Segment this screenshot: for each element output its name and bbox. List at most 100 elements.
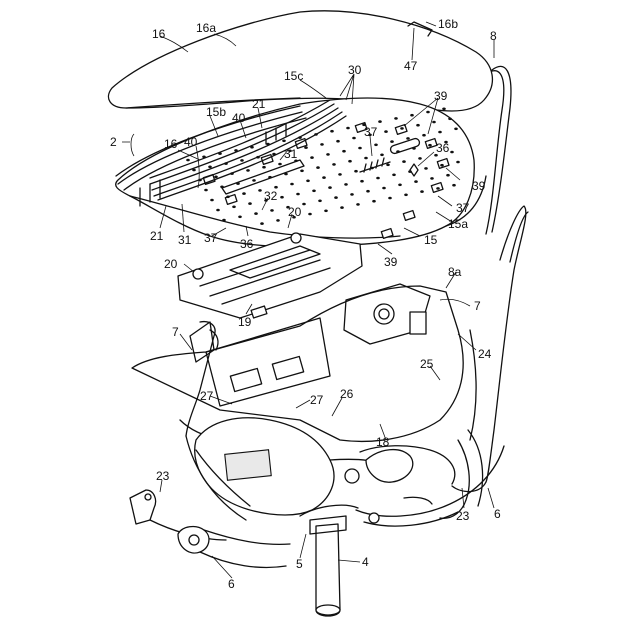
perforation-hole — [426, 111, 430, 114]
perforation-hole — [342, 150, 346, 153]
perforation-hole — [402, 160, 406, 163]
perforation-hole — [214, 176, 218, 179]
perforation-hole — [300, 170, 304, 173]
perforation-hole — [408, 170, 412, 173]
label-15a: 15a — [448, 217, 468, 231]
perforation-hole — [442, 108, 446, 111]
perforation-hole — [430, 177, 434, 180]
perforation-hole — [320, 143, 324, 146]
label-4: 4 — [362, 555, 369, 569]
perforation-hole — [326, 153, 330, 156]
perforation-hole — [416, 124, 420, 127]
perforation-hole — [268, 176, 272, 179]
perforation-hole — [340, 206, 344, 209]
perforation-hole — [280, 196, 284, 199]
perforation-hole — [390, 140, 394, 143]
label-27-left: 27 — [200, 389, 214, 403]
perforation-hole — [232, 206, 236, 209]
perforation-hole — [448, 118, 452, 121]
label-21-top: 21 — [252, 97, 266, 111]
perforation-hole — [456, 161, 460, 164]
perforation-hole — [346, 127, 350, 130]
label-37-right: 37 — [456, 201, 470, 215]
perforation-hole — [204, 189, 208, 192]
perforation-hole — [450, 151, 454, 154]
perforation-hole — [336, 140, 340, 143]
label-2: 2 — [110, 135, 117, 149]
label-5: 5 — [296, 557, 303, 571]
perforation-hole — [394, 117, 398, 120]
label-8: 8 — [490, 29, 497, 43]
perforation-hole — [238, 216, 242, 219]
perforation-hole — [354, 170, 358, 173]
perforation-hole — [432, 121, 436, 124]
label-32: 32 — [264, 189, 278, 203]
label-31-top: 31 — [284, 147, 298, 161]
perforation-hole — [240, 159, 244, 162]
perforation-hole — [412, 147, 416, 150]
perforation-hole — [312, 190, 316, 193]
label-21-front: 21 — [150, 229, 164, 243]
perforation-hole — [398, 184, 402, 187]
label-20-left: 20 — [164, 257, 178, 271]
label-23-left: 23 — [156, 469, 170, 483]
label-40-front: 40 — [184, 135, 198, 149]
label-18: 18 — [376, 435, 390, 449]
perforation-hole — [356, 203, 360, 206]
perforation-hole — [254, 212, 258, 215]
perforation-hole — [246, 169, 250, 172]
perforation-hole — [220, 186, 224, 189]
perforation-hole — [226, 196, 230, 199]
perforation-hole — [348, 160, 352, 163]
label-31-front: 31 — [178, 233, 192, 247]
perforation-hole — [382, 187, 386, 190]
perforation-hole — [290, 183, 294, 186]
perforation-hole — [438, 131, 442, 134]
perforation-hole — [350, 193, 354, 196]
perforation-hole — [372, 200, 376, 203]
label-7-left: 7 — [172, 325, 179, 339]
perforation-hole — [424, 167, 428, 170]
label-39-lower: 39 — [384, 255, 398, 269]
perforation-hole — [278, 163, 282, 166]
label-15: 15 — [424, 233, 438, 247]
perforation-hole — [364, 157, 368, 160]
label-30: 30 — [348, 63, 362, 77]
perforation-hole — [440, 164, 444, 167]
perforation-hole — [322, 176, 326, 179]
label-39-top: 39 — [434, 89, 448, 103]
perforation-hole — [360, 180, 364, 183]
perforation-hole — [374, 144, 378, 147]
label-7-right: 7 — [474, 299, 481, 313]
lower-plate — [178, 233, 362, 318]
perforation-hole — [400, 127, 404, 130]
perforation-hole — [358, 147, 362, 150]
perforation-hole — [378, 120, 382, 123]
perforation-hole — [370, 167, 374, 170]
perforation-hole — [216, 209, 220, 212]
perforation-hole — [332, 163, 336, 166]
perforation-hole — [302, 203, 306, 206]
mechanism-housing — [132, 284, 463, 442]
perforation-hole — [252, 179, 256, 182]
perforation-hole — [262, 166, 266, 169]
label-36-front: 36 — [240, 237, 254, 251]
gas-column — [300, 505, 358, 616]
perforation-hole — [414, 180, 418, 183]
seat-pan — [116, 98, 486, 247]
perforation-hole — [248, 202, 252, 205]
label-25: 25 — [420, 357, 434, 371]
perforation-hole — [338, 173, 342, 176]
label-39-right: 39 — [472, 179, 486, 193]
perforation-hole — [310, 156, 314, 159]
perforation-hole — [344, 183, 348, 186]
perforation-hole — [276, 219, 280, 222]
perforation-hole — [388, 197, 392, 200]
perforation-hole — [410, 114, 414, 117]
perforation-hole — [330, 130, 334, 133]
perforation-hole — [418, 157, 422, 160]
perforation-hole — [258, 189, 262, 192]
perforation-hole — [420, 190, 424, 193]
